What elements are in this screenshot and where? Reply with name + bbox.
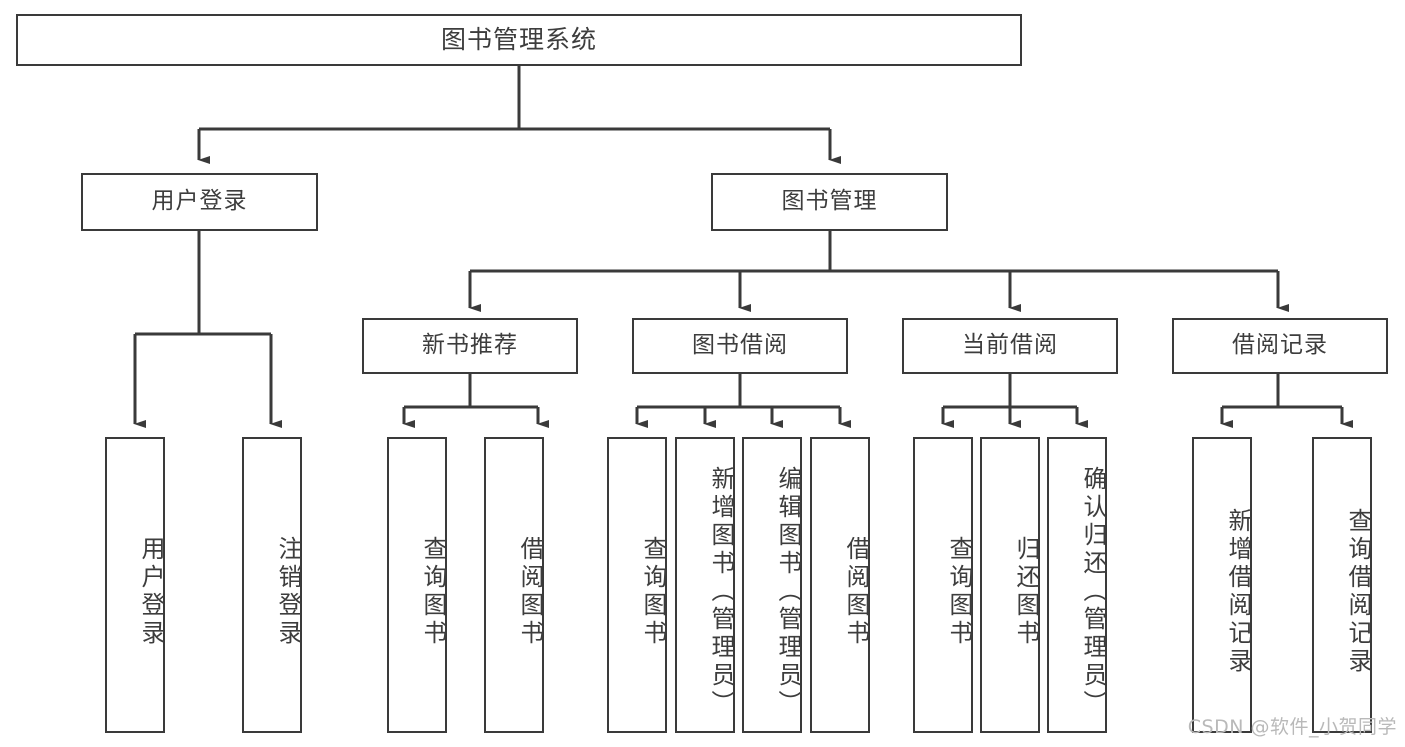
node-borrow-record[interactable]: 借阅记录 xyxy=(1172,318,1388,374)
leaf-label: 确认归还（管理员） xyxy=(1079,466,1107,718)
leaf-borrow-query-book[interactable]: 查询图书 xyxy=(607,437,667,733)
leaf-borrow-borrow-book[interactable]: 借阅图书 xyxy=(810,437,870,733)
leaf-record-query-record[interactable]: 查询借阅记录 xyxy=(1312,437,1372,733)
leaf-label: 查询图书 xyxy=(945,536,973,648)
leaf-label: 借阅图书 xyxy=(842,536,870,648)
watermark-text: CSDN @软件_小贺同学 xyxy=(1187,716,1397,738)
leaf-label: 借阅图书 xyxy=(516,536,544,648)
leaf-label: 用户登录 xyxy=(137,536,165,648)
leaf-borrow-add-book-admin[interactable]: 新增图书（管理员） xyxy=(675,437,735,733)
leaf-label: 编辑图书（管理员） xyxy=(774,466,802,718)
node-current-borrow[interactable]: 当前借阅 xyxy=(902,318,1118,374)
leaf-current-query-book[interactable]: 查询图书 xyxy=(913,437,973,733)
node-root-system[interactable]: 图书管理系统 xyxy=(16,14,1022,66)
node-book-borrow[interactable]: 图书借阅 xyxy=(632,318,848,374)
leaf-label: 查询图书 xyxy=(419,536,447,648)
leaf-current-return-book[interactable]: 归还图书 xyxy=(980,437,1040,733)
leaf-borrow-edit-book-admin[interactable]: 编辑图书（管理员） xyxy=(742,437,802,733)
leaf-label: 新增图书（管理员） xyxy=(707,466,735,718)
node-user-login[interactable]: 用户登录 xyxy=(81,173,318,231)
leaf-user-login-signout[interactable]: 注销登录 xyxy=(242,437,302,733)
leaf-record-add-record[interactable]: 新增借阅记录 xyxy=(1192,437,1252,733)
node-new-book-recommend[interactable]: 新书推荐 xyxy=(362,318,578,374)
leaf-label: 归还图书 xyxy=(1012,536,1040,648)
leaf-label: 新增借阅记录 xyxy=(1224,508,1252,676)
leaf-current-confirm-return-admin[interactable]: 确认归还（管理员） xyxy=(1047,437,1107,733)
leaf-recommend-borrow-book[interactable]: 借阅图书 xyxy=(484,437,544,733)
leaf-user-login-signin[interactable]: 用户登录 xyxy=(105,437,165,733)
leaf-recommend-query-book[interactable]: 查询图书 xyxy=(387,437,447,733)
leaf-label: 注销登录 xyxy=(274,536,302,648)
leaf-label: 查询借阅记录 xyxy=(1344,508,1372,676)
leaf-label: 查询图书 xyxy=(639,536,667,648)
node-book-management[interactable]: 图书管理 xyxy=(711,173,948,231)
